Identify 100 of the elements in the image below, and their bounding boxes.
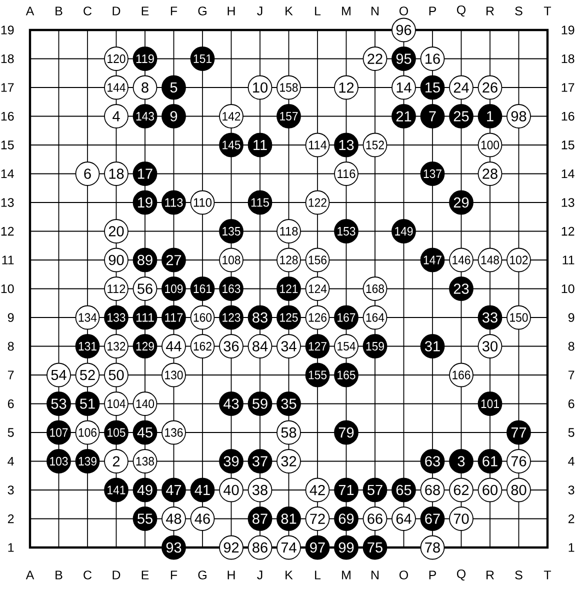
go-stone: 1: [478, 104, 502, 128]
go-stone: 149: [392, 219, 416, 244]
go-stone: 159: [362, 334, 388, 358]
go-stone: 71: [334, 478, 358, 502]
coordinate-label: K: [286, 570, 293, 580]
go-stone: 40: [219, 478, 244, 502]
go-stone: 143: [132, 104, 158, 128]
go-stone: 49: [132, 478, 158, 502]
go-stone: 165: [334, 362, 358, 388]
go-stone: 18: [104, 162, 128, 186]
coordinate-label: Q: [456, 569, 466, 581]
coordinate-label: D: [112, 6, 120, 16]
coordinate-label: T: [544, 6, 552, 16]
go-stone: 26: [478, 75, 502, 100]
go-stone: 110: [190, 190, 215, 215]
coordinate-label: 4: [8, 456, 14, 466]
coordinate-label: E: [142, 6, 149, 16]
go-stone: 111: [132, 305, 158, 330]
go-stone: 54: [46, 362, 71, 388]
go-stone: 151: [190, 46, 215, 71]
coordinate-label: L: [315, 570, 321, 580]
coordinate-label: M: [342, 570, 350, 580]
go-stone: 67: [420, 506, 445, 531]
go-stone: 43: [219, 392, 244, 416]
coordinate-label: 11: [562, 256, 574, 264]
go-stone: 168: [362, 276, 388, 301]
go-stone: 72: [305, 506, 330, 531]
coordinate-label: 3: [568, 486, 574, 494]
go-stone: 123: [219, 305, 244, 330]
coordinate-label: L: [315, 6, 321, 16]
go-stone: 47: [162, 478, 186, 502]
go-stone: 105: [104, 420, 128, 445]
go-stone: 154: [334, 334, 358, 358]
coordinate-label: 3: [8, 486, 14, 494]
go-stone: 142: [219, 104, 244, 128]
go-stone: 63: [420, 449, 445, 474]
coordinate-label: Q: [456, 5, 466, 17]
go-stone: 69: [334, 506, 358, 531]
go-stone: 44: [162, 334, 186, 358]
go-stone: 50: [104, 362, 128, 388]
coordinate-label: B: [56, 570, 62, 580]
coordinate-label: 14: [1, 169, 14, 178]
go-stone: 34: [276, 334, 301, 358]
go-stone: 75: [362, 535, 388, 560]
go-stone: 84: [248, 334, 272, 358]
go-stone: 125: [276, 305, 301, 330]
go-stone: 103: [46, 449, 71, 474]
go-stone: 45: [132, 420, 158, 445]
go-stone: 41: [190, 478, 215, 502]
go-stone: 2: [104, 449, 128, 474]
go-stone: 115: [248, 190, 272, 215]
go-stone: 38: [248, 478, 272, 502]
go-stone: 135: [219, 219, 244, 244]
coordinate-label: O: [399, 570, 408, 580]
go-stone: 92: [219, 535, 244, 560]
go-stone: 35: [276, 392, 301, 416]
coordinate-label: 19: [562, 26, 574, 34]
go-stone: 162: [190, 334, 215, 358]
go-stone: 153: [334, 219, 358, 244]
go-stone: 86: [248, 535, 272, 560]
go-stone: 141: [104, 478, 128, 502]
go-stone: 139: [75, 449, 100, 474]
go-stone: 60: [478, 478, 502, 502]
coordinate-label: J: [257, 6, 262, 16]
go-stone: 68: [420, 478, 445, 502]
coordinate-label: 19: [1, 26, 14, 34]
go-stone: 24: [449, 75, 474, 100]
coordinate-label: H: [228, 6, 235, 16]
go-stone: 137: [420, 162, 445, 186]
go-stone: 107: [46, 420, 71, 445]
coordinate-label: 10: [562, 284, 574, 294]
go-stone: 145: [219, 132, 244, 158]
coordinate-label: R: [486, 6, 494, 16]
coordinate-label: 10: [1, 284, 14, 294]
coordinate-label: 5: [8, 428, 14, 437]
go-stone: 17: [132, 162, 158, 186]
coordinate-label: P: [429, 6, 436, 16]
coordinate-label: 13: [562, 198, 574, 207]
go-stone: 112: [104, 276, 128, 301]
go-stone: 127: [305, 334, 330, 358]
go-stone: 61: [478, 449, 502, 474]
coordinate-label: 9: [8, 313, 14, 322]
go-stone: 36: [219, 334, 244, 358]
coordinate-label: N: [372, 570, 378, 580]
go-stone: 37: [248, 449, 272, 474]
go-stone: 8: [132, 75, 158, 100]
go-stone: 23: [449, 276, 474, 301]
coordinate-label: 1: [568, 543, 574, 552]
go-stone: 106: [75, 420, 100, 445]
go-stone: 129: [132, 334, 158, 358]
go-stone: 100: [478, 132, 502, 158]
go-stone: 39: [219, 449, 244, 474]
go-stone: 15: [420, 75, 445, 100]
go-stone: 81: [276, 506, 301, 531]
go-stone: 134: [75, 305, 100, 330]
go-stone: 65: [392, 478, 416, 502]
coordinate-label: 17: [562, 83, 574, 92]
go-stone: 133: [104, 305, 128, 330]
go-stone: 20: [104, 219, 128, 244]
go-stone: 122: [305, 190, 330, 215]
